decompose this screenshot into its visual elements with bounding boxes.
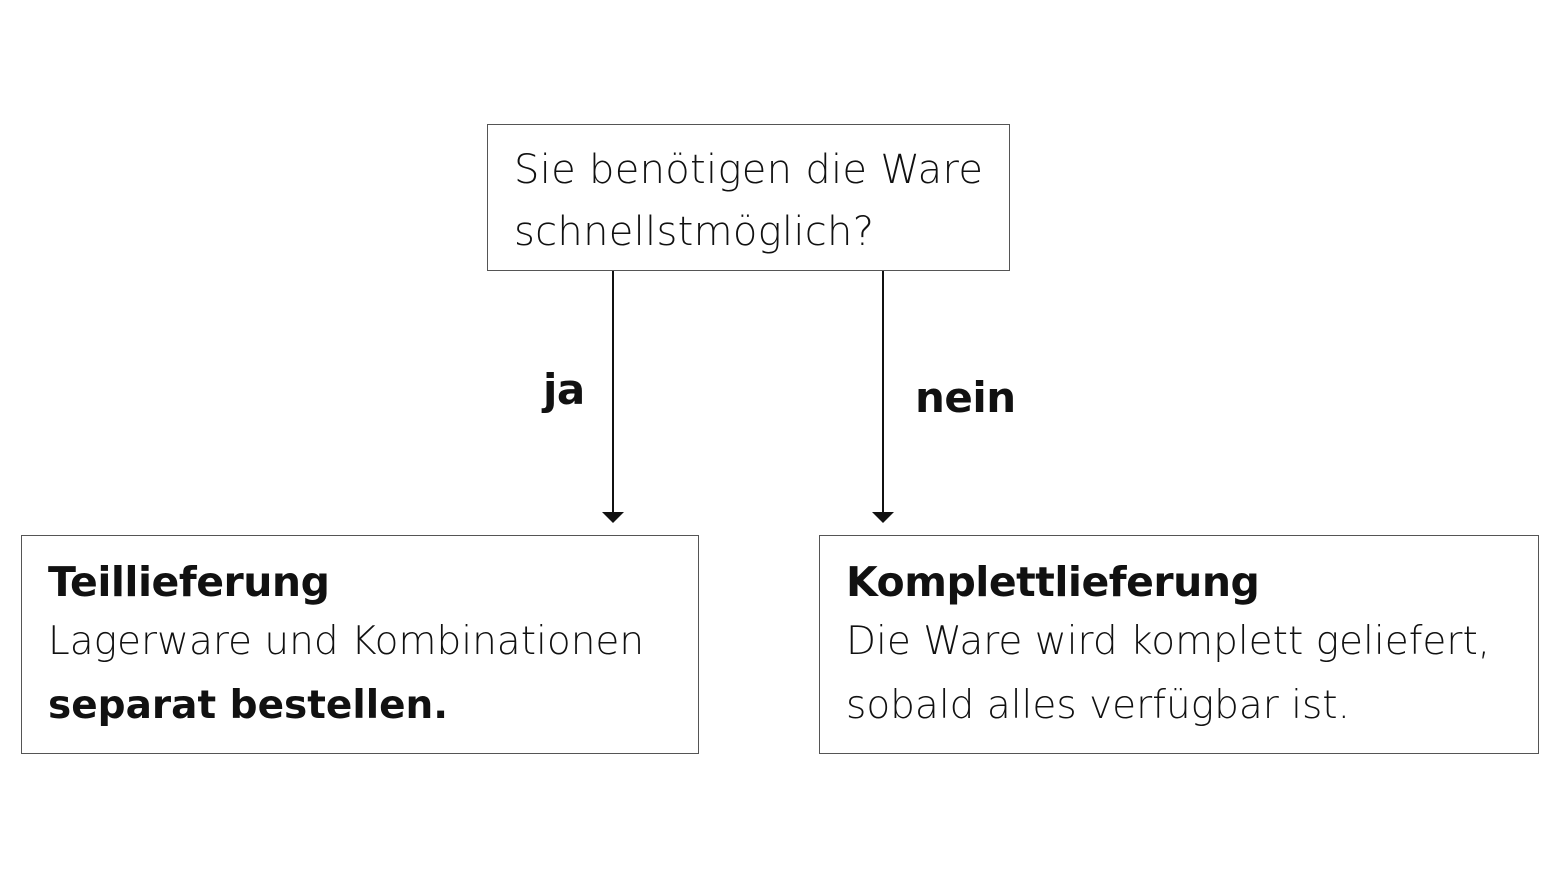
question-text-line-1: Sie benötigen die Ware: [514, 147, 984, 193]
result-node-partial-delivery: Teillieferung Lagerware und Kombinatione…: [21, 535, 699, 754]
branch-label-yes: ja: [543, 365, 585, 414]
question-node: Sie benötigen die Ware schnellstmöglich?: [487, 124, 1010, 271]
yes-arrowhead: [602, 512, 624, 523]
branch-label-no: nein: [915, 373, 1016, 422]
result-text-line-1: Die Ware wird komplett geliefert,: [846, 619, 1491, 664]
result-node-complete-delivery: Komplettlieferung Die Ware wird komplett…: [819, 535, 1539, 754]
result-text-line-1: Lagerware und Kombinationen: [48, 619, 645, 664]
result-text-line-2: sobald alles verfügbar ist.: [846, 683, 1350, 728]
no-arrowhead: [872, 512, 894, 523]
result-text-line-2-emphasis: separat bestellen.: [48, 683, 449, 728]
result-title-partial-delivery: Teillieferung: [48, 558, 330, 606]
result-title-complete-delivery: Komplettlieferung: [846, 558, 1260, 606]
question-text-line-2: schnellstmöglich?: [514, 209, 875, 255]
